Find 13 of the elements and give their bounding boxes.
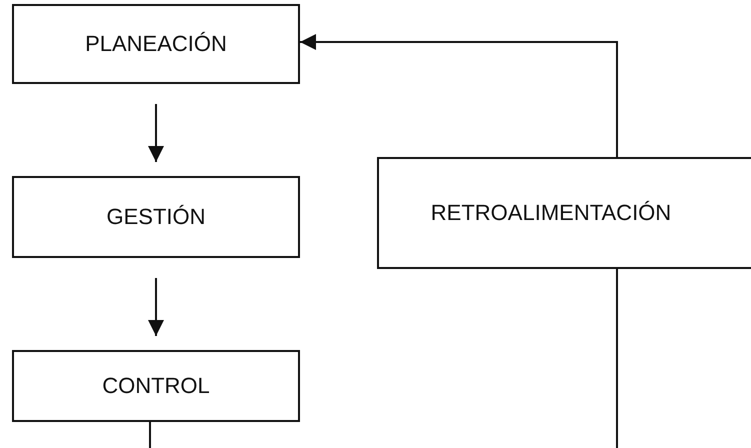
process-box [12,350,300,422]
arrow [300,34,618,157]
box-label: CONTROL [102,373,210,399]
process-box [12,176,300,258]
box-label: RETROALIMENTACIÓN [430,200,672,226]
box-label: GESTIÓN [106,204,206,230]
arrow [148,278,164,336]
box-label: PLANEACIÓN [85,31,227,57]
connector-line [149,422,151,448]
process-box [12,4,300,84]
connector-line [616,269,618,448]
process-box [377,157,751,269]
arrow [148,104,164,162]
